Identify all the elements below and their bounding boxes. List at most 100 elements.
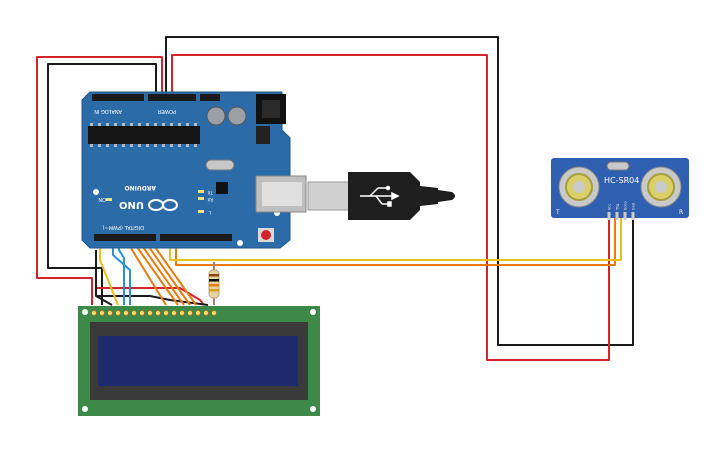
lcd-16x2[interactable] (78, 306, 320, 416)
wire-5v-to-sensor[interactable] (171, 54, 610, 361)
power-header[interactable] (148, 94, 196, 101)
chip-pins (90, 123, 197, 147)
wire-gnd-to-sensor[interactable] (165, 36, 634, 346)
chip-pin (186, 144, 189, 147)
usb-b-port-inner (262, 182, 302, 206)
sensor-pin-trig[interactable] (615, 212, 619, 220)
sensor-t-mark: T (555, 209, 560, 216)
usb-cable[interactable] (307, 172, 455, 220)
l-label: L (208, 210, 211, 215)
resistor-band (209, 274, 219, 277)
lcd-pin[interactable] (107, 309, 114, 316)
led-on (106, 198, 112, 201)
digital-header-high[interactable] (160, 234, 232, 241)
tx-label: TX (208, 190, 214, 195)
arduino-uno-board[interactable]: ANALOG IN POWER ARDUINO UNO ON TX RX L (81, 91, 307, 249)
wire-lcd-d5[interactable] (137, 239, 185, 306)
mount-hole-1 (93, 189, 99, 195)
sensor-crystal (606, 161, 630, 171)
chip-pin (114, 123, 117, 126)
wire-lcd-d6[interactable] (143, 239, 191, 306)
sensor-pins[interactable] (607, 212, 635, 220)
lcd-pin[interactable] (186, 309, 193, 316)
digital-label: DIGITAL (PWM~) (102, 224, 144, 230)
wire-trig[interactable] (175, 218, 616, 266)
led-rx (198, 197, 204, 200)
chip-pin (146, 123, 149, 126)
sensor-pin-label: Vcc (608, 204, 612, 210)
lcd-mount-hole-br (310, 406, 316, 412)
resistor-band (209, 284, 219, 287)
lcd-pin-header[interactable] (91, 309, 217, 316)
reset-button-cap[interactable] (261, 230, 271, 240)
lcd-pin[interactable] (170, 309, 177, 316)
chip-pin (138, 144, 141, 147)
resistor-band (209, 289, 219, 292)
usb-plug-metal (307, 181, 353, 211)
wire-lcd-rs[interactable] (125, 239, 167, 306)
lcd-pin[interactable] (194, 309, 201, 316)
chip-pin (170, 144, 173, 147)
chip-pin (154, 144, 157, 147)
lcd-pin[interactable] (154, 309, 161, 316)
chip-pin (98, 123, 101, 126)
voltage-regulator (256, 126, 270, 144)
power-label: POWER (157, 108, 176, 114)
lcd-pin[interactable] (138, 309, 145, 316)
lcd-pin[interactable] (91, 309, 98, 316)
chip-pin (122, 123, 125, 126)
wire-echo[interactable] (169, 218, 622, 261)
lcd-pin[interactable] (99, 309, 106, 316)
lcd-pin[interactable] (146, 309, 153, 316)
chip-pin (130, 144, 133, 147)
wire-gnd-to-lcd[interactable] (47, 63, 157, 305)
ioref-header[interactable] (200, 94, 220, 101)
analog-label: ANALOG IN (94, 108, 122, 114)
atmega-chip (88, 126, 200, 144)
arduino-logo (148, 199, 178, 211)
sensor-model-label: HC-SR04 (604, 176, 639, 185)
sensor-pin-label: Gnd (632, 203, 636, 210)
lcd-pin[interactable] (162, 309, 169, 316)
chip-pin (90, 144, 93, 147)
crystal (205, 159, 235, 171)
wires (36, 36, 634, 361)
chip-pin (146, 144, 149, 147)
lcd-pin[interactable] (115, 309, 122, 316)
lcd-screen (98, 336, 298, 386)
lcd-pin[interactable] (210, 309, 217, 316)
wire-lcd-d4[interactable] (131, 239, 179, 306)
chip-pin (98, 144, 101, 147)
chip-pin (162, 144, 165, 147)
sensor-pin-vcc[interactable] (607, 212, 611, 220)
usb-cable-tail (438, 190, 455, 202)
chip-pin (90, 123, 93, 126)
chip-pin (194, 144, 197, 147)
digital-header-low[interactable] (94, 234, 156, 241)
analog-header[interactable] (92, 94, 144, 101)
usb-chip (216, 182, 228, 194)
wire-red-lcd-a[interactable] (97, 287, 205, 306)
resistor[interactable] (208, 262, 220, 305)
lcd-pin[interactable] (123, 309, 130, 316)
lcd-pin[interactable] (130, 309, 137, 316)
wire-lcd-d7[interactable] (149, 239, 197, 306)
lcd-mount-hole-tl (82, 309, 88, 315)
chip-pin (138, 123, 141, 126)
capacitor-1 (206, 106, 226, 126)
lcd-pin[interactable] (202, 309, 209, 316)
wire-5v-to-lcd[interactable] (36, 56, 163, 305)
wire-lcd-gnd-link[interactable] (95, 250, 113, 306)
model-label: UNO (119, 199, 144, 210)
sensor-pin-label: Echo (624, 202, 628, 211)
lcd-pin[interactable] (178, 309, 185, 316)
sensor-pin-echo[interactable] (623, 212, 627, 220)
sensor-pin-gnd[interactable] (631, 212, 635, 220)
chip-pin (162, 123, 165, 126)
chip-pin (178, 144, 181, 147)
chip-pin (106, 144, 109, 147)
